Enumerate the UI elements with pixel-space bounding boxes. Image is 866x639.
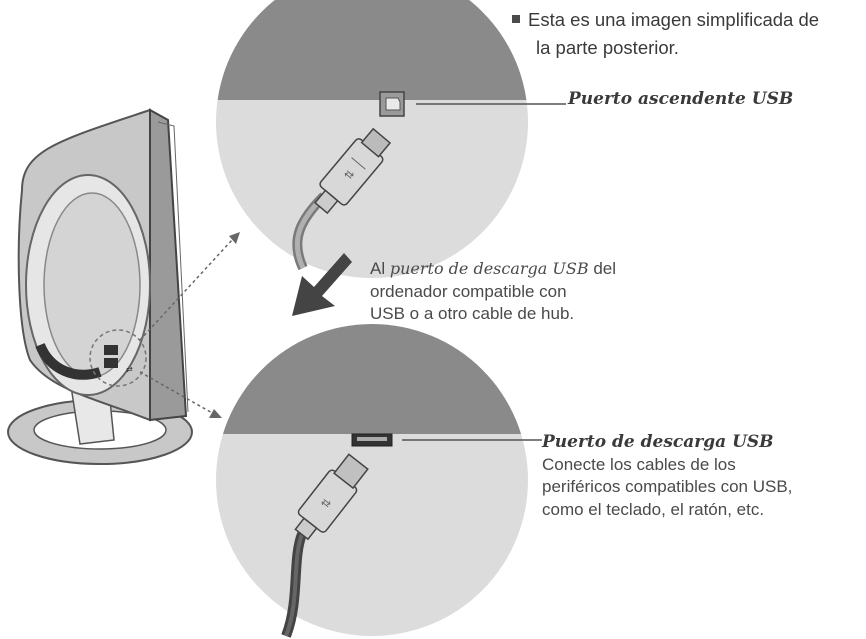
note-line-2: la parte posterior. <box>536 37 679 58</box>
svg-text:⇄: ⇄ <box>126 365 133 374</box>
downstream-line-1: Conecte los cables de los <box>542 454 736 474</box>
instruction-prefix: Al <box>370 259 390 278</box>
downstream-port-label: Puerto de descarga USB Conecte los cable… <box>542 431 866 521</box>
leader-lines <box>139 232 240 418</box>
downstream-detail-circle: ⇄ <box>216 324 542 638</box>
usb-b-port-icon <box>379 91 405 117</box>
downstream-title: Puerto de descarga USB <box>542 432 774 452</box>
down-arrow-icon <box>292 253 352 316</box>
usb-a-connector-icon: ⇄ <box>281 453 369 638</box>
usb-a-port-icon <box>351 433 393 447</box>
instruction-line-3: USB o a otro cable de hub. <box>370 304 575 323</box>
note-line-1: Esta es una imagen simplificada de <box>528 9 820 30</box>
downstream-line-3: como el teclado, el ratón, etc. <box>542 499 765 519</box>
instruction-line-2: ordenador compatible con <box>370 281 567 301</box>
monitor-rear-icon: ⇄ <box>7 108 193 465</box>
instruction-suffix: del <box>588 259 617 278</box>
bullet-icon <box>512 15 520 24</box>
downstream-line-2: periféricos compatibles con USB, <box>542 477 793 496</box>
instruction-emphasis: puerto de descarga USB <box>389 259 589 278</box>
upstream-port-label: Puerto ascendente USB <box>568 89 794 109</box>
usb-b-connector-icon: ⇄ <box>292 127 392 271</box>
simplified-image-note: Esta es una imagen simplificada de la pa… <box>512 6 862 62</box>
connection-instruction: Al puerto de descarga USB del ordenador … <box>370 258 680 326</box>
